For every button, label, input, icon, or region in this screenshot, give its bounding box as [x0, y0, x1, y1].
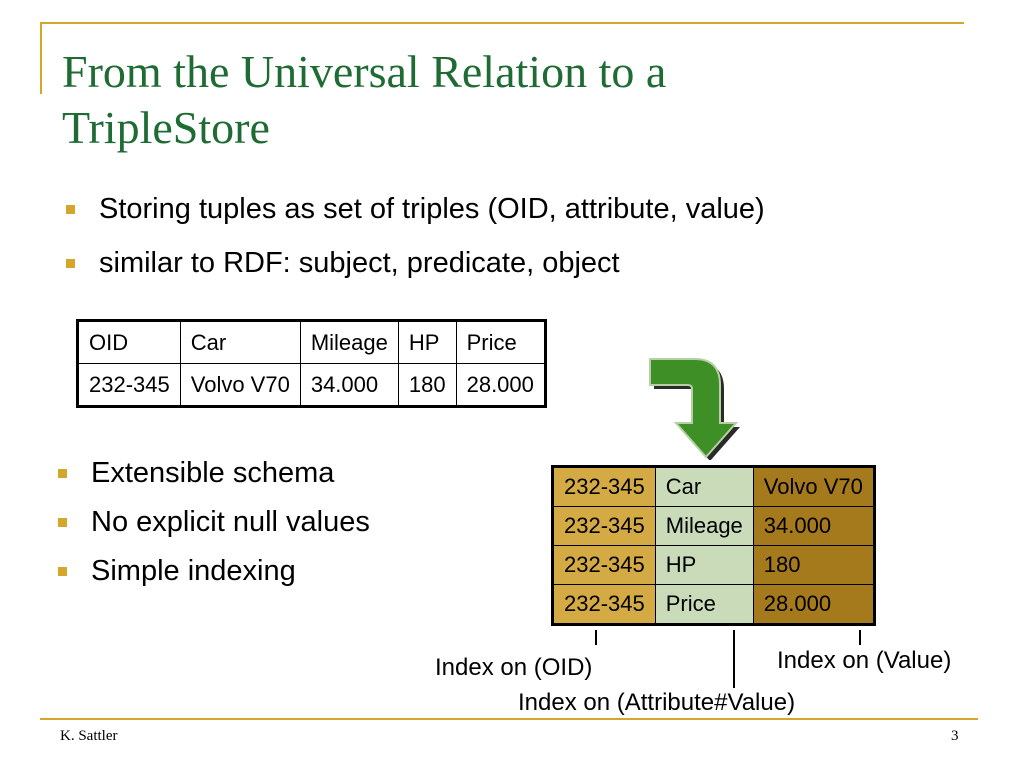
- bullet-square-icon: [58, 567, 67, 576]
- value-cell: 34.000: [752, 506, 875, 546]
- table-row: 232-345 Mileage 34.000: [552, 506, 875, 546]
- footer-author: K. Sattler: [60, 728, 118, 744]
- triple-table: 232-345 Car Volvo V70 232-345 Mileage 34…: [551, 465, 876, 626]
- slide-title: From the Universal Relation to a TripleS…: [62, 44, 962, 156]
- bullet-text: No explicit null values: [91, 506, 370, 538]
- table-row: 232-345 HP 180: [552, 545, 875, 585]
- attribute-cell: HP: [654, 545, 754, 585]
- curved-down-arrow-icon: [649, 358, 740, 460]
- bullet-text: Simple indexing: [91, 555, 296, 587]
- index-oid-label: Index on (OID): [435, 654, 593, 681]
- header-cell: Mileage: [299, 320, 399, 364]
- bullet-text: similar to RDF: subject, predicate, obje…: [99, 247, 620, 279]
- header-cell: Price: [455, 320, 546, 364]
- bullet-square-icon: [66, 205, 75, 214]
- header-cell: HP: [397, 320, 457, 364]
- title-line-2: TripleStore: [62, 102, 270, 153]
- table-cell: 180: [397, 363, 457, 407]
- table-row: 232-345 Price 28.000: [552, 584, 875, 625]
- index-attribute-value-label: Index on (Attribute#Value): [518, 689, 796, 716]
- index-value-label: Index on (Value): [777, 647, 952, 674]
- value-cell: 180: [752, 545, 875, 585]
- table-cell: 28.000: [455, 363, 546, 407]
- table-cell: 232-345: [77, 363, 181, 407]
- title-line-1: From the Universal Relation to a: [62, 46, 667, 97]
- oid-index-tick: [595, 630, 597, 645]
- value-cell: 28.000: [752, 584, 875, 625]
- frame-top-line: [40, 22, 964, 24]
- page-number: 3: [951, 728, 959, 744]
- table-cell: Volvo V70: [179, 363, 301, 407]
- value-cell: Volvo V70: [752, 466, 875, 507]
- oid-cell: 232-345: [552, 584, 656, 625]
- table-cell: 34.000: [299, 363, 399, 407]
- oid-cell: 232-345: [552, 506, 656, 546]
- header-cell: Car: [179, 320, 301, 364]
- bullet-text: Storing tuples as set of triples (OID, a…: [99, 193, 765, 225]
- frame-bottom-line: [40, 718, 978, 720]
- relation-table: OID Car Mileage HP Price 232-345 Volvo V…: [76, 319, 547, 408]
- bullet-square-icon: [66, 259, 75, 268]
- attribute-value-index-tick: [733, 630, 735, 688]
- table-row: 232-345 Volvo V70 34.000 180 28.000: [77, 363, 546, 407]
- bullet-text: Extensible schema: [91, 457, 335, 489]
- header-cell: OID: [77, 320, 181, 364]
- bullet-square-icon: [58, 518, 67, 527]
- attribute-cell: Price: [654, 584, 754, 625]
- frame-left-line: [40, 22, 42, 94]
- oid-cell: 232-345: [552, 545, 656, 585]
- bullet-square-icon: [58, 469, 67, 478]
- table-row: 232-345 Car Volvo V70: [552, 466, 875, 507]
- attribute-cell: Car: [654, 466, 754, 507]
- table-header-row: OID Car Mileage HP Price: [77, 320, 546, 364]
- value-index-tick: [859, 630, 861, 645]
- attribute-cell: Mileage: [654, 506, 754, 546]
- oid-cell: 232-345: [552, 466, 656, 507]
